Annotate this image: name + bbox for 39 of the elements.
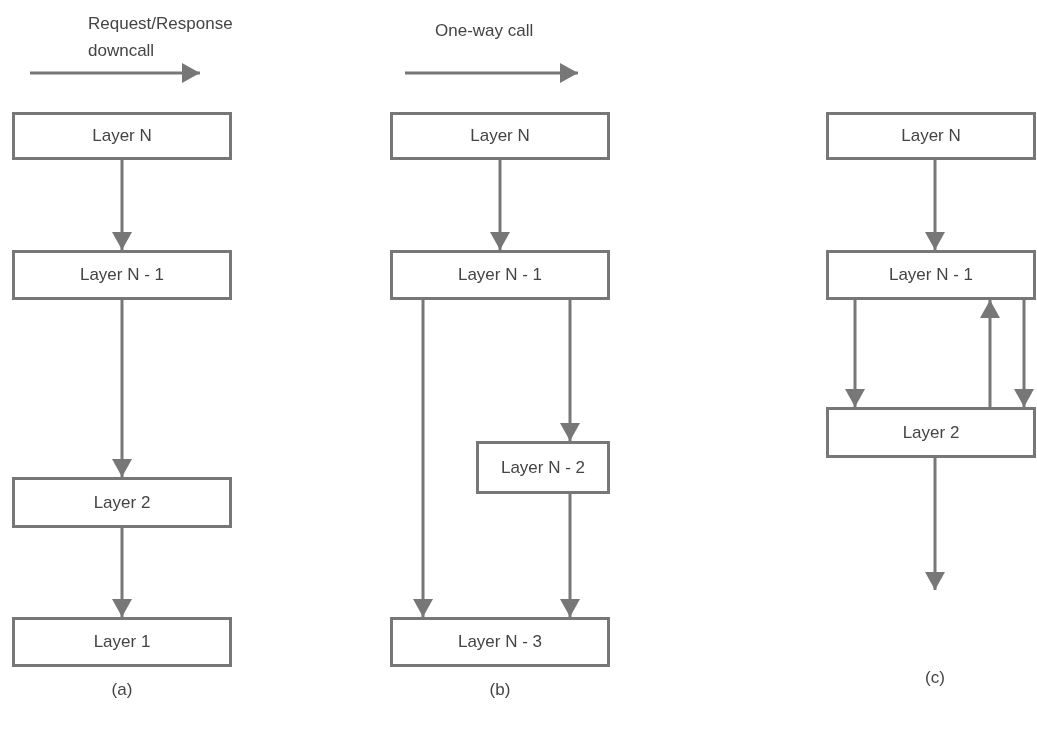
arrow [112, 300, 132, 477]
panel-caption: (b) [489, 680, 511, 700]
layer-box [390, 112, 610, 160]
layer-box [390, 250, 610, 300]
panel-caption: (c) [925, 668, 945, 688]
arrow [413, 300, 433, 617]
panel-caption: (a) [111, 680, 133, 700]
arrow [112, 528, 132, 617]
arrow [560, 494, 580, 617]
layer-box [826, 250, 1036, 300]
layer-box [12, 112, 232, 160]
layer-label: Layer N - 2 [500, 457, 586, 478]
layer-box [12, 477, 232, 528]
layer-box [476, 441, 610, 494]
layer-label: Layer N [901, 126, 961, 146]
layer-box [826, 112, 1036, 160]
arrow [925, 458, 945, 590]
legend-label: Request/Response downcall [88, 13, 234, 62]
arrow [560, 300, 580, 441]
layer-label: Layer N - 1 [457, 265, 543, 285]
arrow [112, 160, 132, 250]
layer-label: Layer N - 3 [457, 632, 543, 652]
layer-label: Layer 2 [902, 422, 960, 443]
arrow [845, 300, 865, 407]
layer-label: Layer 1 [93, 632, 151, 652]
layer-label: Layer N [470, 126, 530, 146]
arrow [1014, 300, 1034, 407]
layer-label: Layer N [92, 126, 152, 146]
layer-label: Layer 2 [93, 492, 151, 513]
arrow [925, 160, 945, 250]
layer-label: Layer N - 1 [888, 265, 974, 285]
legend-label: One-way call [435, 20, 535, 42]
layer-box [390, 617, 610, 667]
arrow [980, 300, 1000, 407]
layer-box [12, 617, 232, 667]
layer-box [826, 407, 1036, 458]
arrow [490, 160, 510, 250]
layer-label: Layer N - 1 [79, 265, 165, 285]
layer-box [12, 250, 232, 300]
